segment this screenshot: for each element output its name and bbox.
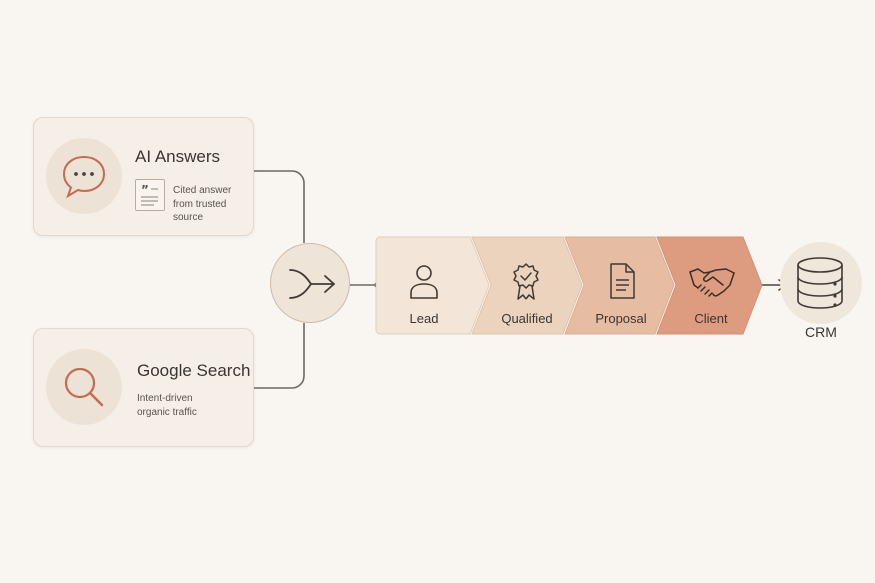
source-icon-circle <box>46 349 122 425</box>
source-card-ai-answers: AI Answers ” Cited answer from trusted s… <box>33 117 254 236</box>
database-icon <box>797 257 843 309</box>
source-icon-circle <box>46 138 122 214</box>
crm-node <box>780 242 862 324</box>
stage-shape-client <box>656 236 763 335</box>
source-subtitle: Cited answer from trusted source <box>173 185 232 223</box>
source-subtitle: Intent-driven organic traffic <box>137 393 197 418</box>
source-card-google-search: Google Search Intent-driven organic traf… <box>33 328 254 447</box>
merge-arrow-icon <box>289 269 335 299</box>
stage-shape-qualified <box>471 236 583 335</box>
document-icon <box>610 263 635 299</box>
chat-bubble-icon <box>62 155 106 199</box>
stage-label-lead: Lead <box>409 311 439 326</box>
merge-node <box>270 243 350 323</box>
stage-label-proposal: Proposal <box>595 311 647 326</box>
handshake-icon <box>689 268 735 297</box>
person-icon <box>410 265 438 299</box>
connector-ai-to-merge <box>252 170 305 243</box>
search-icon <box>64 367 104 407</box>
quote-icon: ” <box>135 179 165 211</box>
connector-google-to-merge <box>252 323 305 389</box>
crm-label: CRM <box>805 324 837 340</box>
stage-label-qualified: Qualified <box>501 311 553 326</box>
stage-label-client: Client <box>694 311 728 326</box>
badge-check-icon <box>513 263 539 300</box>
source-title: AI Answers <box>135 147 221 166</box>
source-title: Google Search <box>137 361 251 380</box>
svg-text:”: ” <box>141 183 149 197</box>
